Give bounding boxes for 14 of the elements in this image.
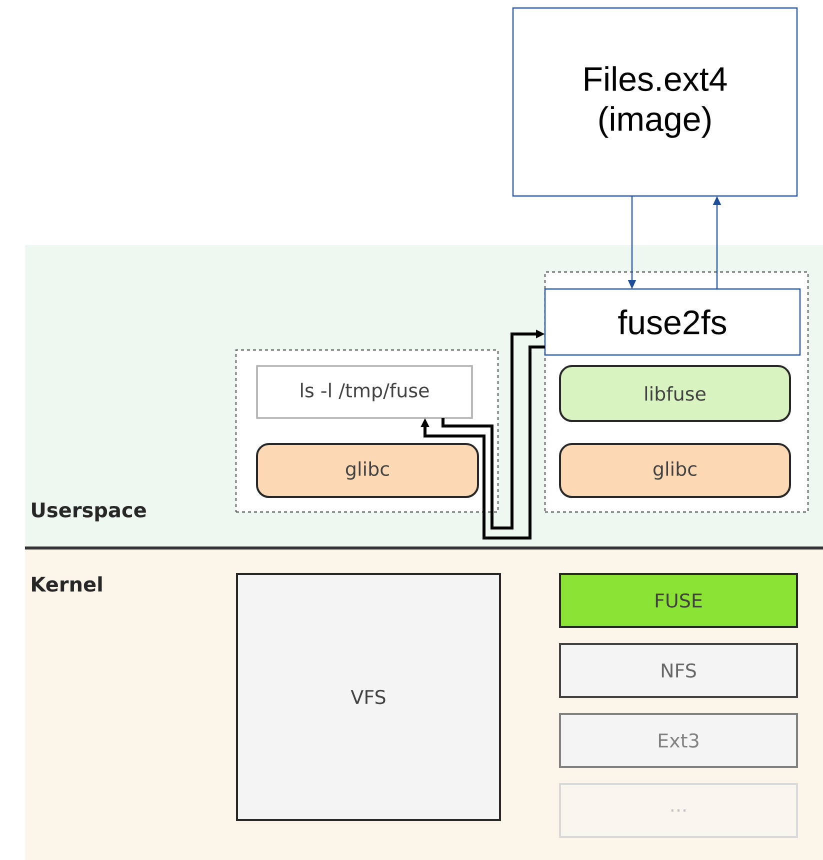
program-box: fuse2fs <box>544 288 801 356</box>
library-box: glibc <box>256 443 479 498</box>
filesystem-box: NFS <box>559 643 798 698</box>
filesystem-box: FUSE <box>559 573 798 628</box>
filesystem-box: ... <box>559 783 798 838</box>
arrow <box>420 346 545 540</box>
vfs-box: VFS <box>236 573 501 821</box>
image-file-box: Files.ext4 (image) <box>512 7 798 197</box>
library-box: glibc <box>559 443 791 498</box>
filesystem-box: Ext3 <box>559 713 798 768</box>
layer-label: Kernel <box>32 576 102 592</box>
command-box: ls -l /tmp/fuse <box>256 365 473 419</box>
layer-label: Userspace <box>32 502 146 522</box>
library-box: libfuse <box>559 365 791 422</box>
